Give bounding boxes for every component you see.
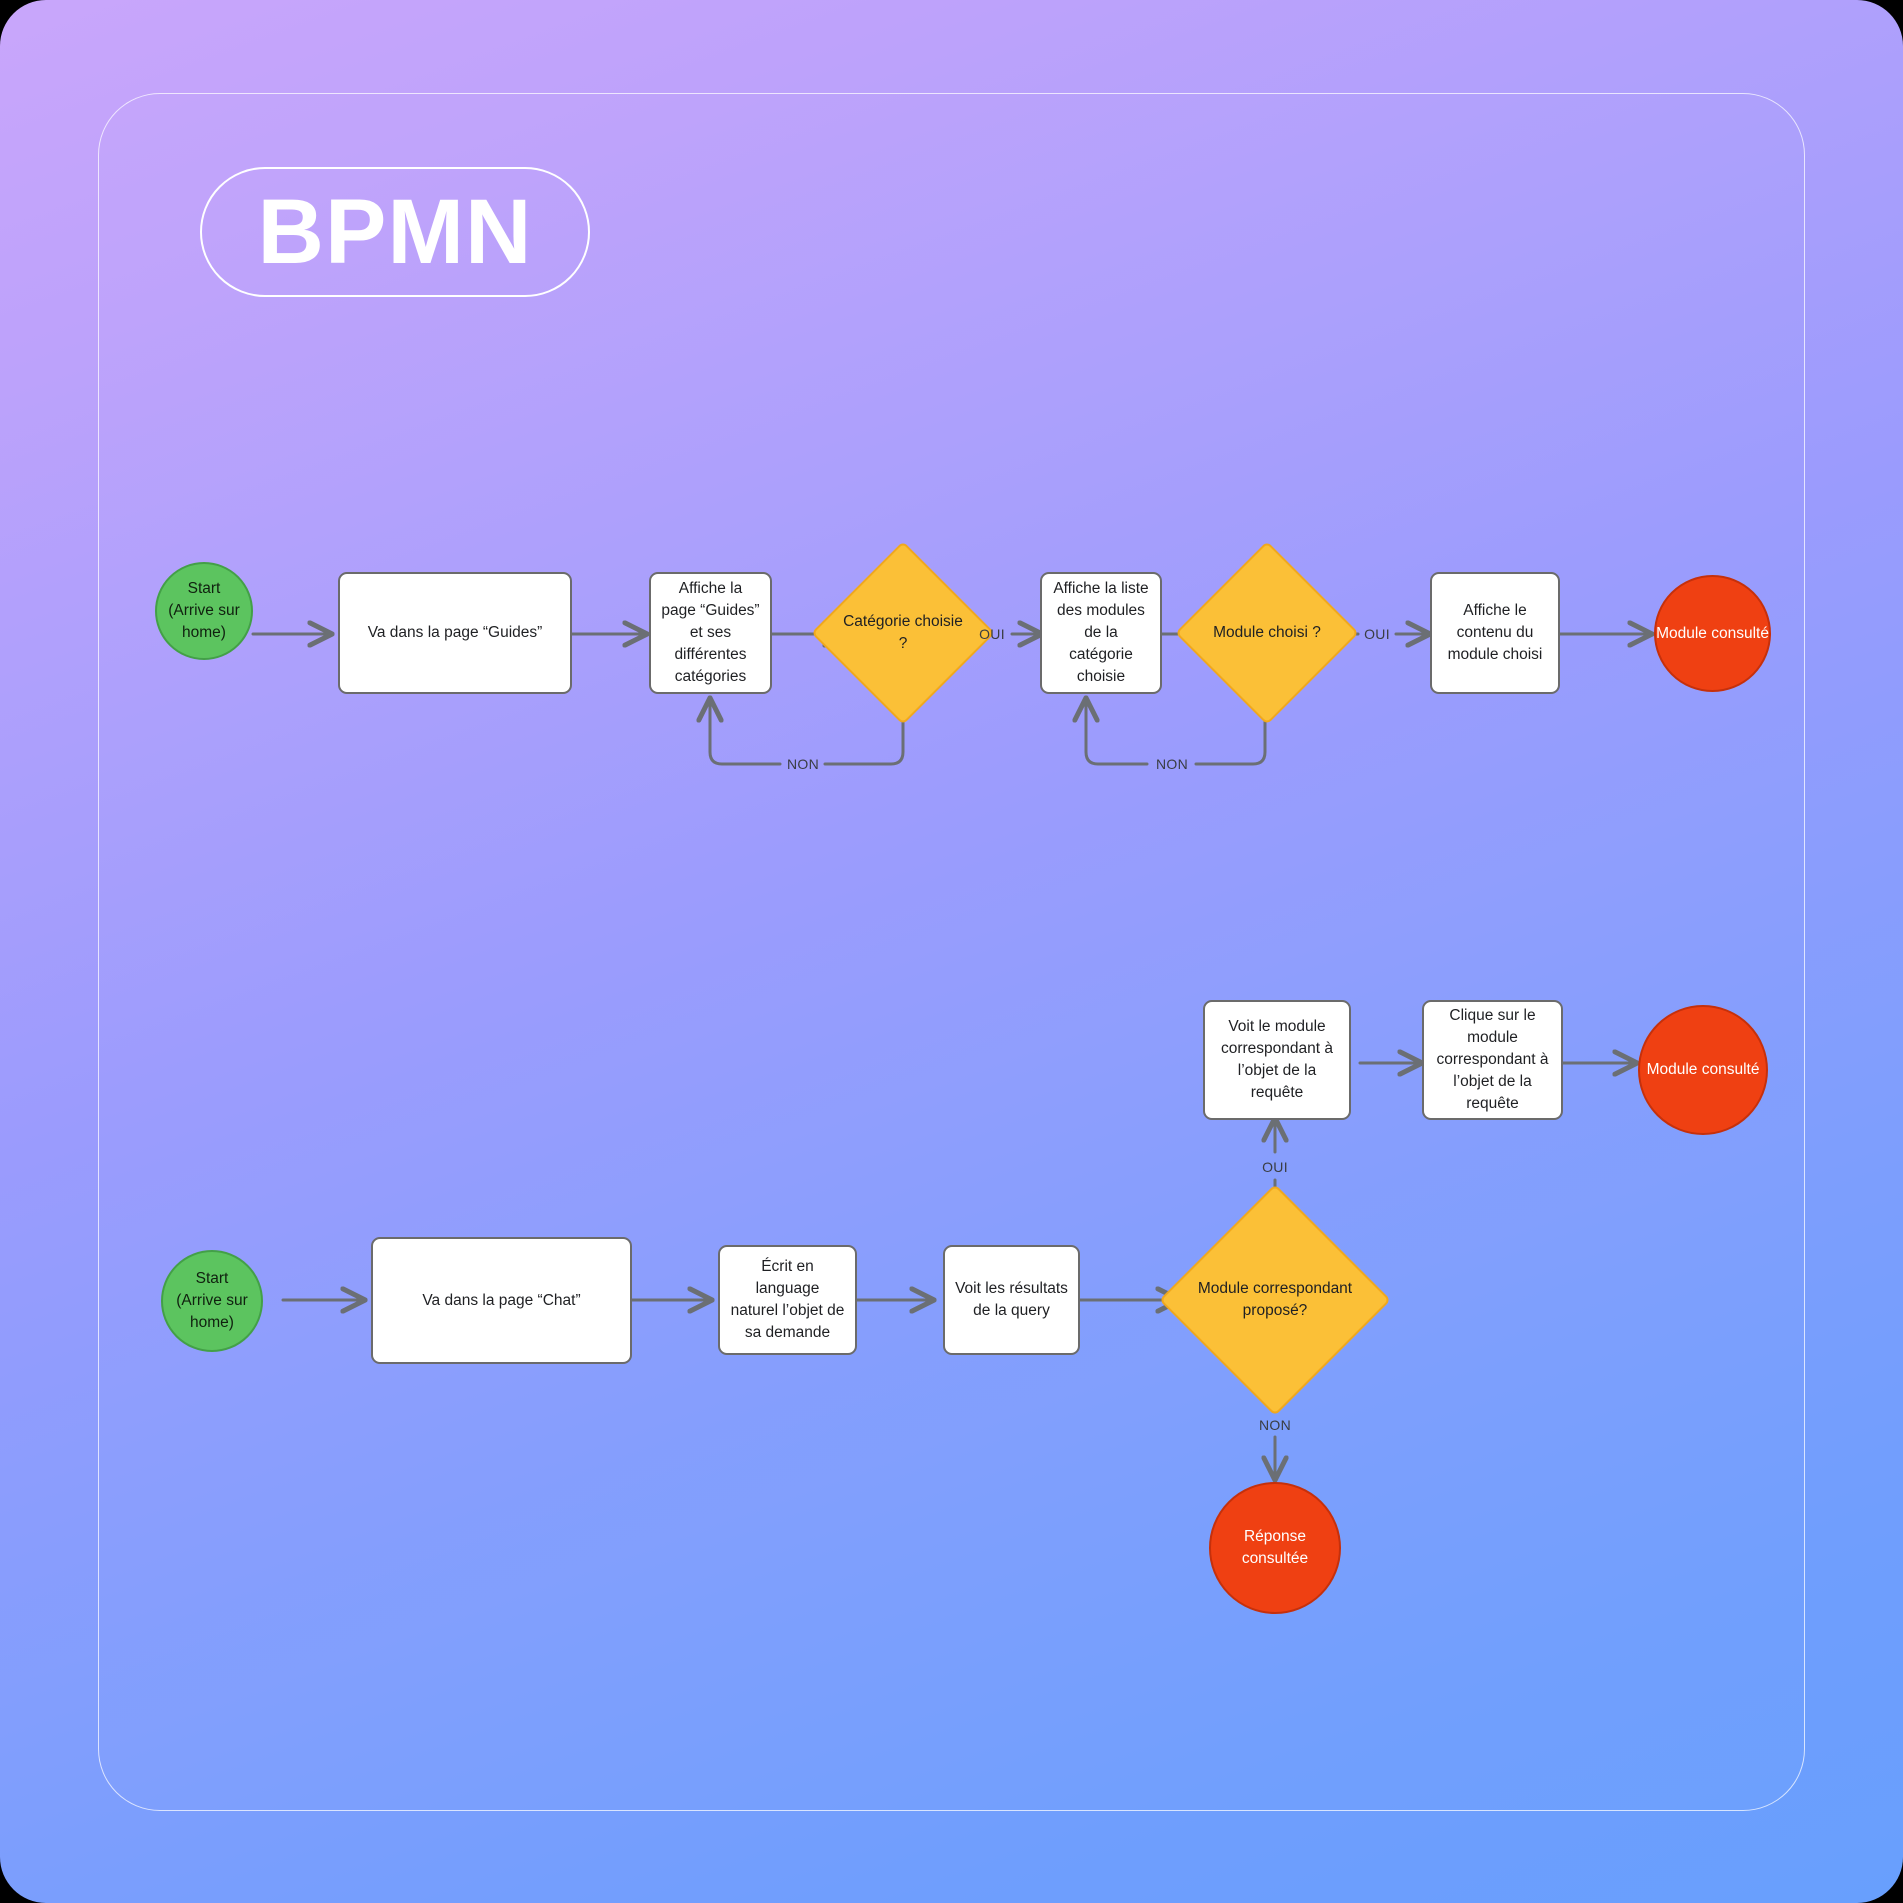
- node-label: Module correspondant proposé?: [1197, 1280, 1353, 1319]
- edge-g-non1-seg2: [710, 700, 782, 766]
- node-label: Module consulté: [1656, 624, 1769, 642]
- node-task-affiche-page-guides[interactable]: Affiche la page “Guides” et ses différen…: [649, 572, 772, 694]
- node-label: Start (Arrive sur home): [176, 1270, 248, 1331]
- edge-label-non-1: NON: [786, 756, 820, 772]
- node-label: Module choisi ?: [1213, 624, 1321, 641]
- node-label: Affiche le contenu du module choisi: [1447, 602, 1543, 663]
- node-label: Module consulté: [1646, 1061, 1760, 1078]
- node-label: Clique sur le module correspondant à l’o…: [1436, 1007, 1549, 1112]
- edge-label-non-3: NON: [1258, 1417, 1292, 1433]
- node-end-module-consulte-2[interactable]: Module consulté: [1638, 1005, 1768, 1135]
- page-title: BPMN: [257, 181, 533, 283]
- edge-g-non1-seg1: [823, 698, 905, 766]
- node-task-ecrit-language-naturel[interactable]: Écrit en language naturel l’objet de sa …: [718, 1245, 857, 1355]
- edge-label-oui-1: OUI: [979, 626, 1005, 642]
- node-label: Va dans la page “Chat”: [422, 1291, 581, 1309]
- node-gateway-module-correspondant-propose[interactable]: Module correspondant proposé?: [1159, 1184, 1391, 1416]
- node-task-voit-module-correspondant[interactable]: Voit le module correspondant à l’objet d…: [1203, 1000, 1351, 1120]
- edge-label-non-2: NON: [1155, 756, 1189, 772]
- node-task-voit-resultats-query[interactable]: Voit les résultats de la query: [943, 1245, 1080, 1355]
- edge-g-non2-seg2: [1086, 700, 1149, 766]
- node-label: Start (Arrive sur home): [168, 580, 240, 641]
- node-label: Réponse consultée: [1241, 1528, 1309, 1567]
- edge-label-oui-2: OUI: [1364, 626, 1390, 642]
- edge-g-non2-seg1: [1194, 698, 1267, 766]
- node-label: Catégorie choisie ?: [843, 613, 963, 652]
- glass-panel: [98, 93, 1805, 1811]
- node-label: Écrit en language naturel l’objet de sa …: [730, 1258, 845, 1341]
- node-label: Voit le module correspondant à l’objet d…: [1220, 1018, 1334, 1101]
- node-task-affiche-contenu-module[interactable]: Affiche le contenu du module choisi: [1430, 572, 1560, 694]
- node-task-va-page-chat[interactable]: Va dans la page “Chat”: [371, 1237, 632, 1364]
- title-badge: BPMN: [200, 167, 590, 297]
- node-task-affiche-liste-modules[interactable]: Affiche la liste des modules de la catég…: [1040, 572, 1162, 694]
- node-task-va-page-guides[interactable]: Va dans la page “Guides”: [338, 572, 572, 694]
- node-label: Affiche la liste des modules de la catég…: [1053, 580, 1149, 685]
- node-label: Voit les résultats de la query: [955, 1280, 1068, 1319]
- node-label: Affiche la page “Guides” et ses différen…: [661, 580, 760, 685]
- node-gateway-categorie-choisie[interactable]: Catégorie choisie ?: [811, 541, 995, 725]
- node-end-module-consulte-1[interactable]: Module consulté: [1654, 575, 1771, 692]
- node-start-guides[interactable]: Start (Arrive sur home): [155, 562, 253, 660]
- node-end-reponse-consultee[interactable]: Réponse consultée: [1209, 1482, 1341, 1614]
- node-gateway-module-choisi[interactable]: Module choisi ?: [1175, 541, 1359, 725]
- node-label: Va dans la page “Guides”: [367, 624, 543, 641]
- edge-label-oui-3: OUI: [1262, 1159, 1288, 1175]
- node-task-clique-module-correspondant[interactable]: Clique sur le module correspondant à l’o…: [1422, 1000, 1563, 1120]
- node-start-chat[interactable]: Start (Arrive sur home): [161, 1250, 263, 1352]
